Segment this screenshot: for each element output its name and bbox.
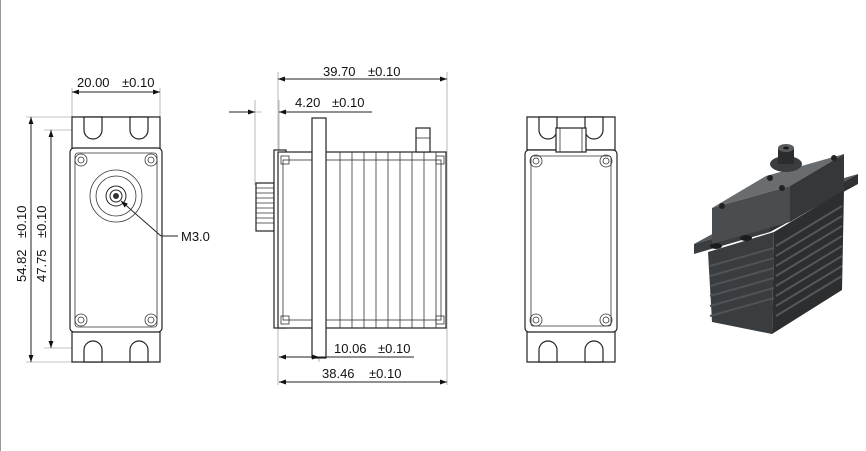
front-view: M3.0 20.00 ±0.10 54.82 ±0.10 47.75 ±0.10 [14,75,210,363]
front-height-body-value: 47.75 [34,249,49,282]
front-width-value: 20.00 [77,75,110,90]
flange-offset-value: 10.06 [334,341,367,356]
front-width-tol: ±0.10 [122,75,154,90]
front-height-total-value: 54.82 [14,249,29,282]
servo-render [694,144,858,334]
side-length-value: 39.70 [323,64,356,79]
spline-offset-value: 4.20 [295,95,320,110]
front-height-total-tol: ±0.10 [14,206,29,238]
hole-label: M3.0 [181,229,210,244]
body-length-value: 38.46 [322,366,355,381]
side-length-tol: ±0.10 [368,64,400,79]
back-view [524,116,618,363]
spline-offset-tol: ±0.10 [332,95,364,110]
side-view: 39.70 ±0.10 4.20 ±0.10 10.06 ±0.10 38.46… [229,64,448,385]
body-length-tol: ±0.10 [369,366,401,381]
flange-offset-tol: ±0.10 [378,341,410,356]
front-height-body-tol: ±0.10 [34,206,49,238]
